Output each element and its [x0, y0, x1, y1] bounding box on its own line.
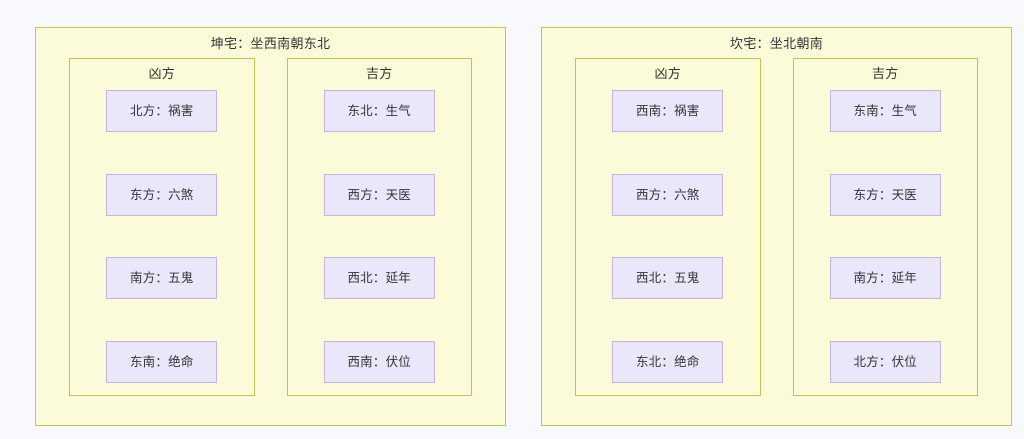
direction-item[interactable]: 东北：生气 — [323, 90, 435, 132]
direction-item[interactable]: 南方：延年 — [829, 257, 941, 300]
item-list: 北方：祸害 东方：六煞 南方：五鬼 东南：绝命 — [70, 90, 254, 385]
column-group: 凶方 北方：祸害 东方：六煞 南方：五鬼 东南：绝命 吉方 东北：生气 西方：天… — [36, 58, 505, 425]
direction-item[interactable]: 东方：六煞 — [106, 173, 218, 216]
column-title: 凶方 — [148, 66, 176, 81]
direction-item[interactable]: 北方：伏位 — [829, 340, 941, 383]
column-title: 凶方 — [654, 66, 682, 81]
direction-item[interactable]: 东南：生气 — [829, 90, 941, 132]
direction-item[interactable]: 西方：六煞 — [612, 173, 724, 216]
direction-item[interactable]: 东方：天医 — [829, 173, 941, 216]
direction-item[interactable]: 西南：伏位 — [323, 340, 435, 383]
house-panel-kun: 坤宅：坐西南朝东北 凶方 北方：祸害 东方：六煞 南方：五鬼 东南：绝命 吉方 … — [35, 27, 506, 426]
direction-item[interactable]: 西北：延年 — [323, 257, 435, 300]
house-title: 坤宅：坐西南朝东北 — [210, 36, 331, 51]
column-title: 吉方 — [871, 66, 899, 81]
item-list: 西南：祸害 西方：六煞 西北：五鬼 东北：绝命 — [576, 90, 760, 385]
direction-item[interactable]: 西南：祸害 — [612, 90, 724, 132]
column-group: 凶方 西南：祸害 西方：六煞 西北：五鬼 东北：绝命 吉方 东南：生气 东方：天… — [542, 58, 1011, 425]
direction-item[interactable]: 北方：祸害 — [106, 90, 218, 132]
house-panel-kan: 坎宅：坐北朝南 凶方 西南：祸害 西方：六煞 西北：五鬼 东北：绝命 吉方 东南… — [541, 27, 1012, 426]
direction-item[interactable]: 西方：天医 — [323, 173, 435, 216]
column-inauspicious: 凶方 北方：祸害 东方：六煞 南方：五鬼 东南：绝命 — [69, 58, 255, 396]
item-list: 东南：生气 东方：天医 南方：延年 北方：伏位 — [794, 90, 978, 385]
direction-item[interactable]: 南方：五鬼 — [106, 257, 218, 300]
item-list: 东北：生气 西方：天医 西北：延年 西南：伏位 — [288, 90, 472, 385]
direction-item[interactable]: 东北：绝命 — [612, 340, 724, 383]
direction-item[interactable]: 东南：绝命 — [106, 340, 218, 383]
direction-item[interactable]: 西北：五鬼 — [612, 257, 724, 300]
column-auspicious: 吉方 东北：生气 西方：天医 西北：延年 西南：伏位 — [286, 58, 472, 396]
column-auspicious: 吉方 东南：生气 东方：天医 南方：延年 北方：伏位 — [792, 58, 978, 396]
house-title: 坎宅：坐北朝南 — [729, 36, 824, 51]
column-inauspicious: 凶方 西南：祸害 西方：六煞 西北：五鬼 东北：绝命 — [575, 58, 761, 396]
column-title: 吉方 — [365, 66, 393, 81]
